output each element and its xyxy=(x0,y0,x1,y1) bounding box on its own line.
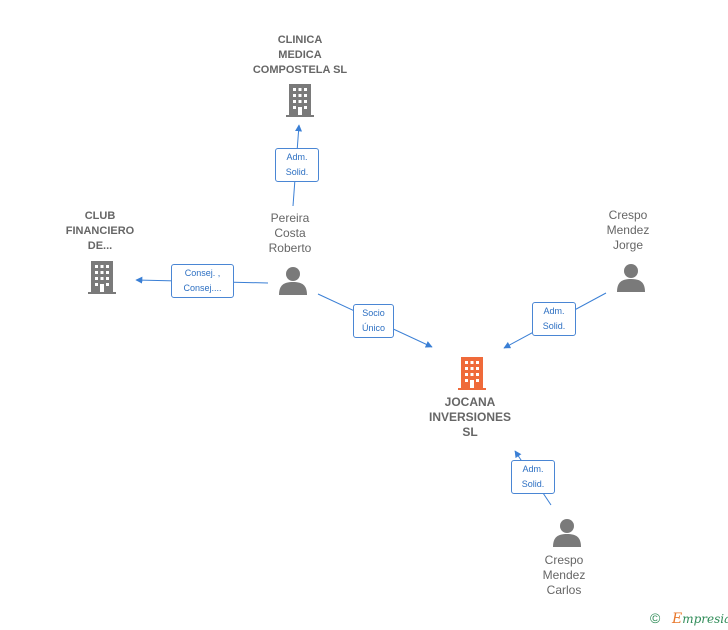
empresia-logo: Empresia xyxy=(672,611,728,627)
brand-rest: mpresia xyxy=(682,612,728,626)
edge-label-pereira-clinica: Adm. Solid. xyxy=(275,148,319,182)
person-icon xyxy=(617,264,645,292)
edge-label-carlos-jocana: Adm. Solid. xyxy=(511,460,555,494)
node-label-pereira[interactable]: Pereira Costa Roberto xyxy=(268,211,312,255)
node-label-carlos[interactable]: Crespo Mendez Carlos xyxy=(542,553,586,597)
building-icon xyxy=(458,357,486,390)
node-label-clinica[interactable]: CLINICA MEDICA COMPOSTELA SL xyxy=(252,34,348,76)
edge-label-pereira-club: Consej. , Consej.... xyxy=(171,264,234,298)
node-label-jocana[interactable]: JOCANA INVERSIONES SL xyxy=(428,395,512,439)
node-label-club[interactable]: CLUB FINANCIERO DE... xyxy=(65,210,135,252)
person-icon xyxy=(553,519,581,547)
person-icon xyxy=(279,267,307,295)
building-icon xyxy=(88,261,116,294)
node-label-jorge[interactable]: Crespo Mendez Jorge xyxy=(606,208,650,252)
copyright-symbol: © xyxy=(650,610,661,626)
building-icon xyxy=(286,84,314,117)
edge-label-jorge-jocana: Adm. Solid. xyxy=(532,302,576,336)
brand-first-letter: E xyxy=(672,611,683,627)
edge-label-pereira-jocana: Socio Único xyxy=(353,304,394,338)
